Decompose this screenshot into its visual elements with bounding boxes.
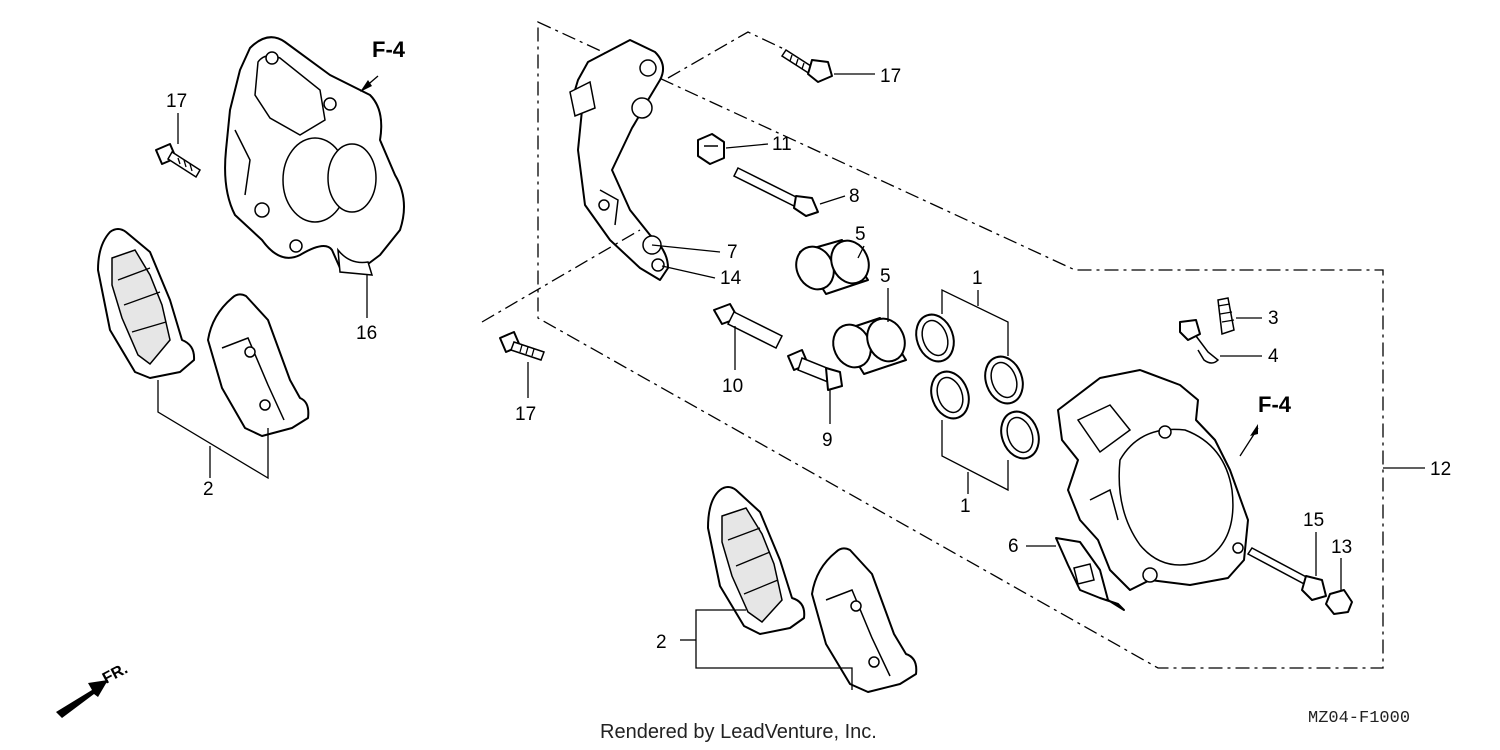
reference-arrow-icon xyxy=(1239,424,1259,457)
callout-2-center: 2 xyxy=(656,632,667,653)
callout-14: 14 xyxy=(720,268,742,289)
reference-arrow-icon xyxy=(360,75,379,92)
callout-9: 9 xyxy=(822,430,833,451)
seal-1-upper-right xyxy=(984,355,1024,405)
seal-1-lower-left xyxy=(930,370,970,420)
bleeder-cap-4 xyxy=(1179,319,1220,364)
piston-5-upper xyxy=(795,239,870,295)
bolt-17-left xyxy=(155,143,202,179)
brake-pad-center-inner xyxy=(811,547,918,693)
brake-pad-left-outer xyxy=(97,228,196,379)
diagram-code: MZ04-F1000 xyxy=(1308,709,1410,728)
callout-16: 16 xyxy=(356,323,377,344)
callout-1-upper: 1 xyxy=(972,268,983,289)
piston-5-lower xyxy=(832,317,907,375)
leader-2-center xyxy=(695,609,853,690)
right-caliper-body xyxy=(1057,369,1249,591)
pin-8 xyxy=(732,166,819,217)
callout-5-lower: 5 xyxy=(880,266,891,287)
leader-7 xyxy=(651,244,721,253)
callout-17-top: 17 xyxy=(880,66,901,87)
reference-f4-right: F-4 xyxy=(1258,392,1292,417)
callout-13: 13 xyxy=(1331,537,1352,558)
callout-8: 8 xyxy=(849,186,860,207)
brake-pad-left-inner xyxy=(207,293,310,437)
reference-f4-left: F-4 xyxy=(372,37,406,62)
left-caliper-body xyxy=(224,36,405,276)
cap-11 xyxy=(697,133,725,165)
pin-10 xyxy=(713,303,784,350)
callout-6: 6 xyxy=(1008,536,1019,557)
brake-pad-center-outer xyxy=(707,486,806,635)
callout-7: 7 xyxy=(727,242,738,263)
caliper-bracket xyxy=(569,39,669,281)
callout-5-upper: 5 xyxy=(855,224,866,245)
bleeder-valve-3 xyxy=(1217,297,1235,336)
pin-15 xyxy=(1246,547,1327,601)
callout-10: 10 xyxy=(722,376,743,397)
pad-spring-6 xyxy=(1055,537,1125,611)
seal-1-upper-left xyxy=(915,313,955,363)
footer-credit: Rendered by LeadVenture, Inc. xyxy=(600,721,877,743)
callout-11: 11 xyxy=(772,134,792,155)
assembly-outline xyxy=(537,20,1384,669)
callout-3: 3 xyxy=(1268,308,1279,329)
leader-2-left xyxy=(157,380,269,480)
callout-12: 12 xyxy=(1430,459,1451,480)
callout-15: 15 xyxy=(1303,510,1324,531)
seal-1-lower-right xyxy=(1000,410,1040,460)
leader-11 xyxy=(725,143,769,149)
bolt-17-top xyxy=(780,48,833,83)
callout-17-bottom: 17 xyxy=(515,404,536,425)
front-direction-arrow-icon xyxy=(56,680,108,718)
leader-14 xyxy=(661,265,716,279)
cap-13 xyxy=(1325,589,1353,615)
callout-2-left: 2 xyxy=(203,479,214,500)
callout-17-left: 17 xyxy=(166,91,187,112)
bolt-17-bottom xyxy=(499,331,545,361)
callout-4: 4 xyxy=(1268,346,1279,367)
callout-1-lower: 1 xyxy=(960,496,971,517)
leader-8 xyxy=(819,195,846,205)
bolt-9 xyxy=(787,349,843,391)
